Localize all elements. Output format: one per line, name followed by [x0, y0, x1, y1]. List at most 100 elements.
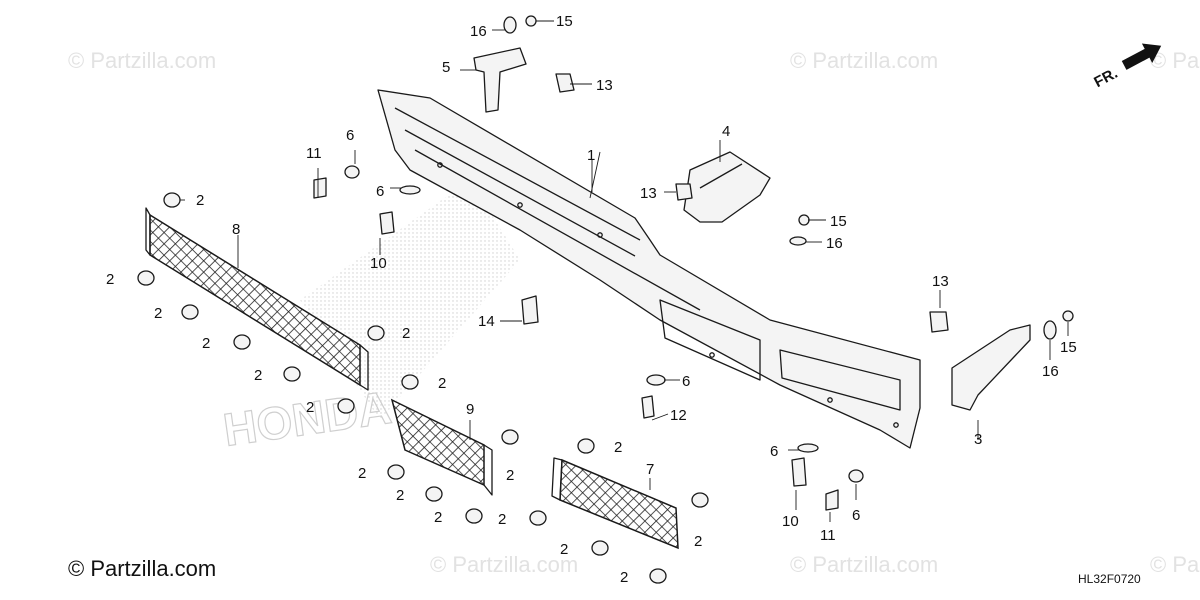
callout-13: 13 [932, 273, 949, 290]
callout-6: 6 [852, 507, 860, 524]
right-bracket-part[interactable] [951, 324, 1031, 411]
bolt-icon [791, 457, 807, 487]
center-bracket-part[interactable] [683, 151, 771, 223]
callout-11: 11 [820, 527, 836, 544]
callout-2: 2 [358, 465, 366, 482]
front-arrow-icon [1121, 43, 1162, 70]
grommet-nut-icon [163, 192, 181, 208]
left-grille-part[interactable] [145, 207, 369, 391]
grommet-nut-icon [283, 366, 301, 382]
watermark: © Partzilla.com [1150, 552, 1200, 577]
callout-13: 13 [640, 185, 657, 202]
diagram-code-label: HL32F0720 [1078, 572, 1141, 586]
grommet-nut-icon [367, 325, 385, 341]
callout-2: 2 [196, 192, 204, 209]
callout-2: 2 [560, 541, 568, 558]
main-bumper-part[interactable] [377, 89, 921, 449]
callout-16: 16 [470, 23, 487, 40]
grommet-nut-icon [387, 464, 405, 480]
grommet-nut-icon [181, 304, 199, 320]
grommet-nut-icon [501, 429, 519, 445]
grommet-nut-icon [529, 510, 547, 526]
callout-12: 12 [670, 407, 687, 424]
callout-15: 15 [830, 213, 847, 230]
washer-icon [797, 443, 819, 453]
center-grille-part[interactable] [390, 398, 493, 496]
washer-icon [848, 469, 864, 483]
left-bracket-part[interactable] [473, 47, 527, 113]
callout-8: 8 [232, 221, 240, 238]
grommet-nut-icon [591, 540, 609, 556]
callout-2: 2 [254, 367, 262, 384]
flat-washer-icon [503, 16, 517, 34]
callout-2: 2 [694, 533, 702, 550]
callout-3: 3 [974, 431, 982, 448]
callout-16: 16 [826, 235, 843, 252]
right-grille-part[interactable] [551, 457, 679, 550]
callout-6: 6 [376, 183, 384, 200]
grommet-nut-icon [649, 568, 667, 584]
callout-2: 2 [106, 271, 114, 288]
grommet-nut-icon [691, 492, 709, 508]
clip-icon [929, 311, 949, 333]
callout-2: 2 [614, 439, 622, 456]
callout-1: 1 [587, 147, 595, 164]
callout-6: 6 [346, 127, 354, 144]
grommet-nut-icon [465, 508, 483, 524]
screw-icon [825, 489, 839, 511]
callout-2: 2 [306, 399, 314, 416]
honda-logo-text: HONDA [220, 381, 394, 456]
callout-2: 2 [402, 325, 410, 342]
callout-2: 2 [498, 511, 506, 528]
screw-icon [313, 177, 327, 199]
callout-2: 2 [620, 569, 628, 586]
callout-2: 2 [202, 335, 210, 352]
fasteners [137, 15, 1074, 584]
callout-2: 2 [506, 467, 514, 484]
nut-icon [798, 214, 810, 226]
nut-icon [1062, 310, 1074, 322]
rivet-icon [521, 295, 539, 325]
watermark: © Partzilla.com [430, 552, 578, 577]
callout-14: 14 [478, 313, 495, 330]
callout-10: 10 [782, 513, 799, 530]
callout-2: 2 [396, 487, 404, 504]
watermark: © Partzilla.com [790, 48, 938, 73]
watermark: © Partzilla.com [1150, 48, 1200, 73]
callout-2: 2 [438, 375, 446, 392]
callout-2: 2 [154, 305, 162, 322]
callout-9: 9 [466, 401, 474, 418]
watermarks: © Partzilla.com © Partzilla.com © Partzi… [68, 48, 1200, 577]
bolt-icon [641, 395, 655, 419]
washer-icon [344, 165, 360, 179]
callout-6: 6 [770, 443, 778, 460]
callout-7: 7 [646, 461, 654, 478]
leader-lines [180, 20, 1069, 522]
callout-15: 15 [1060, 339, 1077, 356]
flat-washer-icon [1043, 320, 1057, 340]
callout-2: 2 [434, 509, 442, 526]
callout-6: 6 [682, 373, 690, 390]
callout-11: 11 [306, 145, 322, 162]
clip-icon [555, 73, 575, 93]
grommet-nut-icon [337, 398, 355, 414]
washer-icon [646, 374, 666, 386]
grommet-nut-icon [233, 334, 251, 350]
bolt-icon [379, 211, 395, 235]
grommet-nut-icon [577, 438, 595, 454]
clip-icon [675, 183, 693, 201]
flat-washer-icon [789, 236, 807, 246]
callout-10: 10 [370, 255, 387, 272]
callout-4: 4 [722, 123, 730, 140]
partzilla-brand-footer: © Partzilla.com [68, 556, 217, 581]
watermark: © Partzilla.com [790, 552, 938, 577]
callout-5: 5 [442, 59, 450, 76]
callout-16: 16 [1042, 363, 1059, 380]
grommet-nut-icon [137, 270, 155, 286]
callout-labels: 1 2 2 2 2 2 2 2 2 2 2 2 2 2 2 2 2 2 3 4 … [106, 13, 1077, 586]
grommet-nut-icon [401, 374, 419, 390]
fr-label: FR. [1091, 65, 1120, 91]
grommet-nut-icon [425, 486, 443, 502]
nut-icon [525, 15, 537, 27]
